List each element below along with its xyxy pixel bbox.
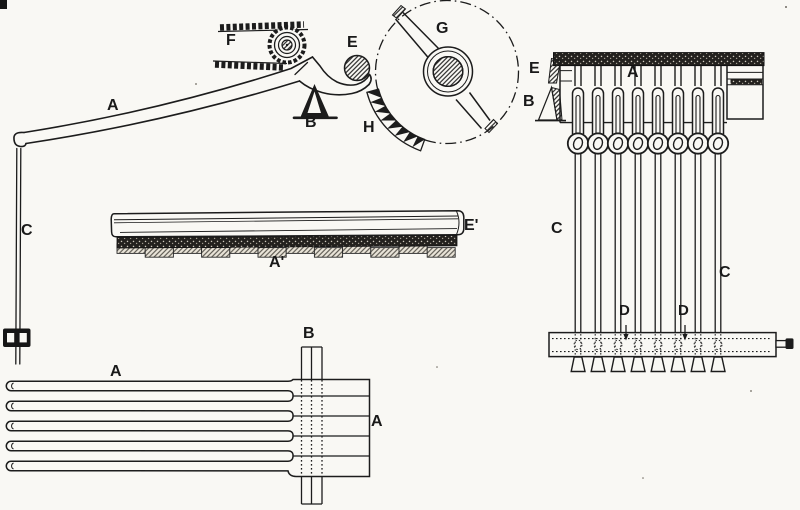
knob-tip xyxy=(785,338,794,349)
cross-bar-b xyxy=(300,346,323,505)
label-a-prime: A' xyxy=(269,254,285,271)
label-comb-a-side: A xyxy=(371,413,383,430)
label-e-prime: E' xyxy=(464,217,479,234)
feed-bar-figure xyxy=(110,210,465,258)
label-frame-c-right: C xyxy=(719,264,731,281)
wedge-e xyxy=(547,57,562,84)
label-sector-h: H xyxy=(363,119,375,136)
label-frame-c-left: C xyxy=(551,220,563,237)
staggered-blocks xyxy=(116,243,456,258)
right-block-stipple xyxy=(730,79,762,85)
lever-hook-tip xyxy=(368,73,372,86)
roller xyxy=(267,25,307,65)
hub-boss xyxy=(422,46,474,97)
label-comb-b: B xyxy=(303,325,315,342)
prong-tip-arcs xyxy=(11,382,14,470)
ball-e xyxy=(343,54,371,82)
top-rail xyxy=(553,52,765,67)
hanger-units xyxy=(566,64,730,373)
label-roller-f: F xyxy=(226,32,236,49)
detail-boundary-circle xyxy=(374,0,520,145)
bar-body xyxy=(110,210,465,238)
d-arrows xyxy=(623,325,688,341)
block-dividers xyxy=(293,395,370,457)
label-frame-d-right: D xyxy=(678,302,689,319)
scan-specks xyxy=(0,0,787,479)
label-hub-g: G xyxy=(436,20,449,37)
comb-outline xyxy=(5,378,371,478)
sector-teeth xyxy=(366,89,425,148)
label-frame-a: A xyxy=(627,64,639,81)
label-ball-e: E xyxy=(347,34,358,51)
lever-top-edge xyxy=(23,56,314,134)
lower-band xyxy=(214,61,284,71)
right-block xyxy=(726,65,764,120)
stipple-strip xyxy=(116,234,458,249)
toothed-sector xyxy=(366,88,426,152)
label-lever-a: A xyxy=(107,97,119,114)
label-frame-b: B xyxy=(523,93,535,110)
lever-inner-hook xyxy=(311,56,371,86)
feed-roller-assembly xyxy=(212,21,309,71)
lever-figure xyxy=(3,54,372,365)
knob-neck xyxy=(775,339,788,348)
pull-rod-c xyxy=(3,147,31,365)
label-comb-a-top: A xyxy=(110,363,122,380)
label-frame-d-left: D xyxy=(619,302,630,319)
lever-end-curl xyxy=(13,131,27,148)
lower-bar xyxy=(548,331,777,358)
lever-bottom-edge xyxy=(25,80,301,145)
label-frame-e: E xyxy=(529,60,540,77)
label-rod-c: C xyxy=(21,222,33,239)
lever-outer-hook xyxy=(298,80,370,96)
hanger-frame-figure xyxy=(535,52,794,373)
fulcrum xyxy=(300,84,329,117)
plate-band-left xyxy=(560,70,572,82)
label-fulcrum-b: B xyxy=(305,114,317,131)
lever-notch xyxy=(294,61,309,76)
comb-figure xyxy=(5,346,371,505)
magnified-detail-inset xyxy=(374,0,520,145)
hub-lever-bar xyxy=(391,4,499,134)
upper-band xyxy=(219,21,305,31)
right-block-band xyxy=(727,71,763,86)
